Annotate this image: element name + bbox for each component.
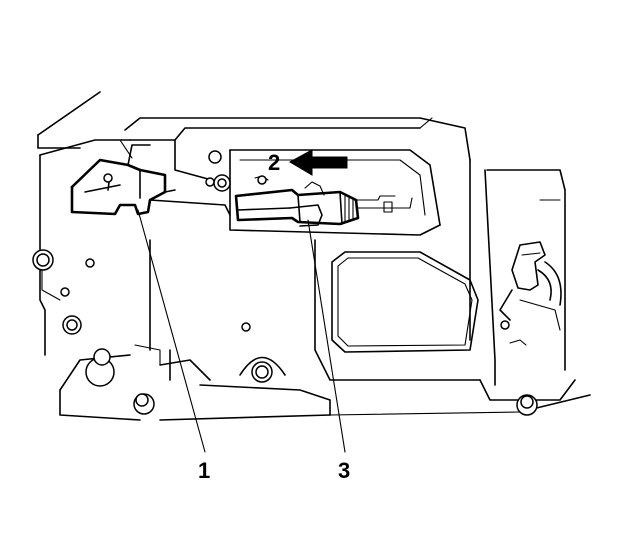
mounting-holes: [32, 150, 286, 383]
leader-line-1: [137, 209, 206, 453]
callout-label-2: 2: [268, 150, 280, 175]
leader-line-3: [307, 219, 346, 453]
leader-lines: [137, 209, 346, 453]
callout-label-1: 1: [198, 458, 210, 483]
direction-arrow: [288, 149, 348, 176]
access-window: [331, 251, 479, 353]
callout-label-3: 3: [338, 458, 350, 483]
electrical-connector: [234, 175, 413, 227]
bolt-heads: [85, 320, 538, 416]
bracket-component: [70, 139, 231, 216]
harness-clip: [499, 241, 562, 346]
